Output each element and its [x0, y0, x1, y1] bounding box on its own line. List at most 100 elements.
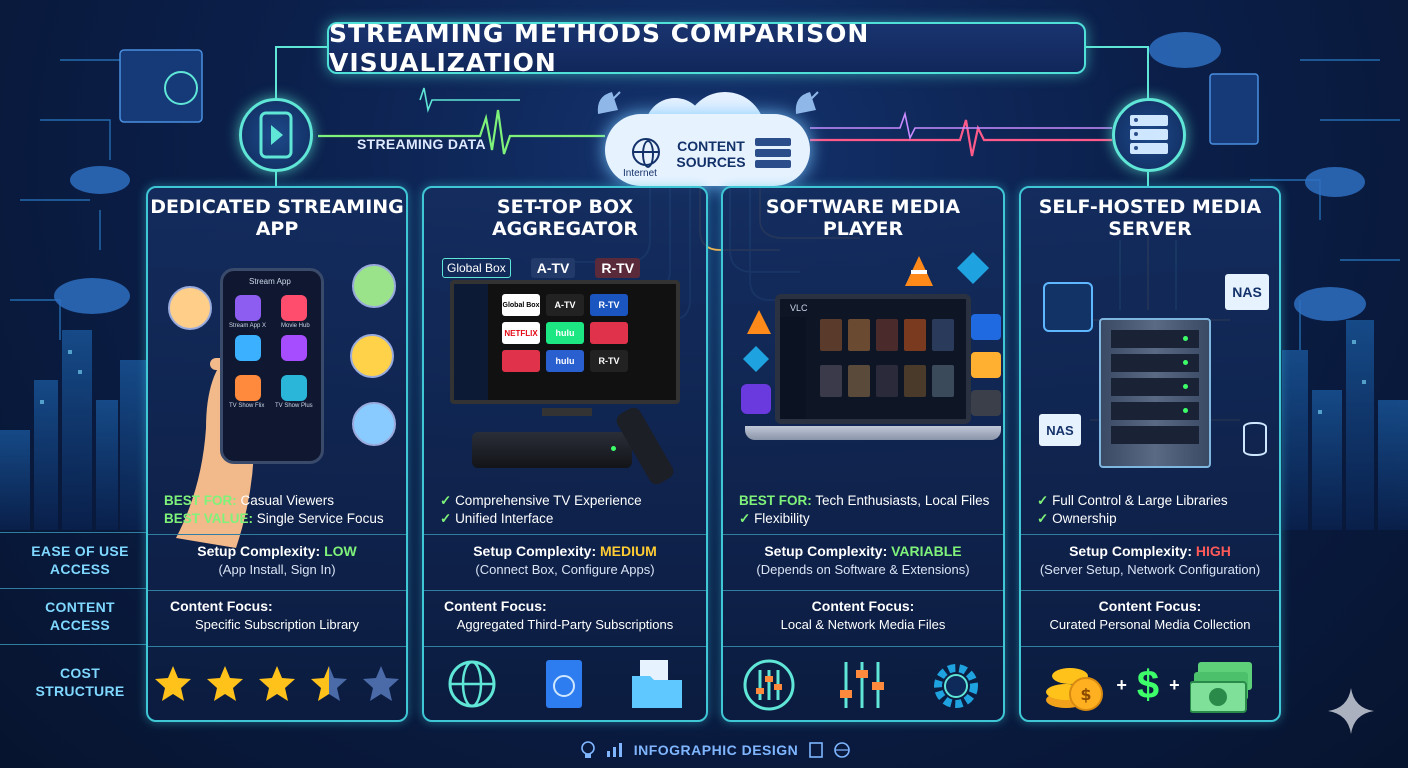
app-label: TV Show Flix: [229, 403, 265, 409]
chart-icon: [606, 743, 622, 757]
column-title: SET-TOP BOX AGGREGATOR: [491, 196, 639, 240]
avatar: [350, 334, 394, 378]
smartphone-play-icon: [259, 111, 293, 159]
column-title: DEDICATED STREAMING APP: [150, 196, 404, 240]
content-sources-cloud: CONTENT SOURCES Internet: [605, 92, 810, 186]
lightbulb-icon: [580, 741, 595, 758]
setup-detail: (Server Setup, Network Configuration): [1039, 562, 1261, 577]
benefits: ✓ Full Control & Large Libraries ✓ Owner…: [1037, 493, 1228, 526]
setup-complexity: Setup Complexity: VARIABLE (Depends on S…: [723, 543, 1003, 577]
server-circle: [1112, 98, 1186, 172]
setup-detail: (Depends on Software & Extensions): [756, 562, 970, 577]
globe-icon: [834, 742, 851, 758]
movie-poster[interactable]: [820, 319, 842, 351]
content-icons: [723, 658, 1003, 714]
column-set-top-box: SET-TOP BOX AGGREGATOR Global Box A-TV R…: [422, 186, 708, 722]
setup-complexity: Setup Complexity: LOW (App Install, Sign…: [148, 543, 406, 577]
cloud-lock-icon: [1043, 282, 1093, 332]
tile-netflix[interactable]: NETFLIX: [502, 322, 540, 344]
server-tower: [1099, 318, 1211, 468]
tile-r-tv[interactable]: R-TV: [590, 350, 628, 372]
tile-r-tv[interactable]: R-TV: [590, 294, 628, 316]
server-icon: [755, 138, 791, 170]
tile-hulu[interactable]: hulu: [546, 322, 584, 344]
plus-sign: +: [1116, 674, 1127, 695]
dollar-sign-icon: $: [1136, 662, 1160, 707]
video-window-icon: [971, 314, 1001, 340]
kodi-icon: [743, 346, 769, 372]
movie-poster[interactable]: [904, 319, 926, 351]
tile-app[interactable]: [502, 350, 540, 372]
tv-show-flix-icon[interactable]: [235, 375, 261, 401]
column-dedicated-app: DEDICATED STREAMING APP Stream App Strea…: [146, 186, 408, 722]
app-icon[interactable]: [281, 335, 307, 361]
tile-global-box[interactable]: Global Box: [502, 294, 540, 316]
cash-icon: [1189, 662, 1252, 713]
benefit-value: Unified Interface: [455, 511, 554, 526]
tile-hulu[interactable]: hulu: [546, 350, 584, 372]
cloud-label: CONTENT SOURCES: [676, 138, 746, 170]
vlc-cone-icon: [905, 256, 933, 286]
app-label: TV Show Plus: [275, 403, 313, 409]
column-title: SOFTWARE MEDIA PLAYER: [765, 196, 961, 240]
movie-poster[interactable]: [932, 319, 954, 351]
setup-complexity: Setup Complexity: MEDIUM (Connect Box, C…: [424, 543, 706, 577]
vlc-cone-icon: [747, 310, 771, 334]
setup-label: Setup Complexity:: [197, 543, 321, 559]
movie-poster[interactable]: [932, 365, 954, 397]
movie-poster[interactable]: [876, 319, 898, 351]
globe-icon: [632, 138, 660, 168]
media-app-icon: [971, 390, 1001, 416]
setup-label: Setup Complexity:: [473, 543, 597, 559]
server-illustration: NAS NAS: [1029, 246, 1271, 664]
movie-poster[interactable]: [904, 365, 926, 397]
row-label-cost: COST STRUCTURE: [35, 665, 125, 699]
tv-stand: [542, 408, 592, 416]
phone-illustration: Stream App Stream App X Movie Hub TV Sho…: [156, 246, 398, 664]
equalizer-icon: [743, 659, 795, 711]
phone-header: Stream App: [249, 277, 291, 286]
server-rack-icon: [1130, 115, 1168, 154]
star-icon: [311, 666, 347, 701]
set-top-box: [472, 432, 632, 468]
content-detail: Aggregated Third-Party Subscriptions: [456, 617, 674, 632]
streaming-data-label: STREAMING DATA: [357, 136, 486, 152]
tv-illustration: Global Box A-TV R-TV Global Box A-TV R-T…: [432, 246, 698, 664]
content-label: Content Focus:: [444, 598, 547, 614]
cloud-sub-label: Internet: [623, 168, 657, 179]
movie-hub-icon[interactable]: [281, 295, 307, 321]
rating-stars: [148, 664, 406, 704]
media-app-icon: [741, 384, 771, 414]
movie-poster[interactable]: [848, 365, 870, 397]
movie-poster[interactable]: [848, 319, 870, 351]
plus-sign: +: [1169, 674, 1180, 695]
setup-label: Setup Complexity:: [1069, 543, 1192, 559]
tv-show-plus-icon[interactable]: [281, 375, 307, 401]
benefit-value: Flexibility: [754, 511, 810, 526]
database-icon: [1243, 422, 1267, 456]
title-banner: STREAMING METHODS COMPARISON VISUALIZATI…: [327, 19, 1086, 77]
content-focus: Content Focus: Aggregated Third-Party Su…: [424, 598, 706, 632]
footer: INFOGRAPHIC DESIGN: [550, 738, 880, 762]
app-label: Movie Hub: [281, 323, 310, 329]
coins-icon: $: [1046, 668, 1104, 711]
kodi-icon: [957, 252, 989, 284]
footer-label: INFOGRAPHIC DESIGN: [633, 742, 799, 758]
satellite-dish-icon: [597, 91, 621, 114]
column-software-player: SOFTWARE MEDIA PLAYER VLC BEST FOR: Tech…: [721, 186, 1005, 722]
app-icon[interactable]: [235, 335, 261, 361]
benefit-value: Ownership: [1052, 511, 1117, 526]
tile-a-tv[interactable]: A-TV: [546, 294, 584, 316]
tile-app[interactable]: [590, 322, 628, 344]
gear-icon: [934, 664, 978, 708]
movie-poster[interactable]: [876, 365, 898, 397]
setup-level: HIGH: [1195, 543, 1231, 559]
benefit-key: BEST FOR:: [739, 493, 812, 508]
movie-poster[interactable]: [820, 365, 842, 397]
benefits: ✓ Comprehensive TV Experience ✓ Unified …: [440, 493, 642, 526]
setup-complexity: Setup Complexity: HIGH (Server Setup, Ne…: [1021, 543, 1279, 577]
benefits: BEST FOR: Casual Viewers BEST VALUE: Sin…: [164, 492, 384, 528]
benefit-value: Full Control & Large Libraries: [1052, 493, 1228, 508]
app-x-icon[interactable]: [235, 295, 261, 321]
